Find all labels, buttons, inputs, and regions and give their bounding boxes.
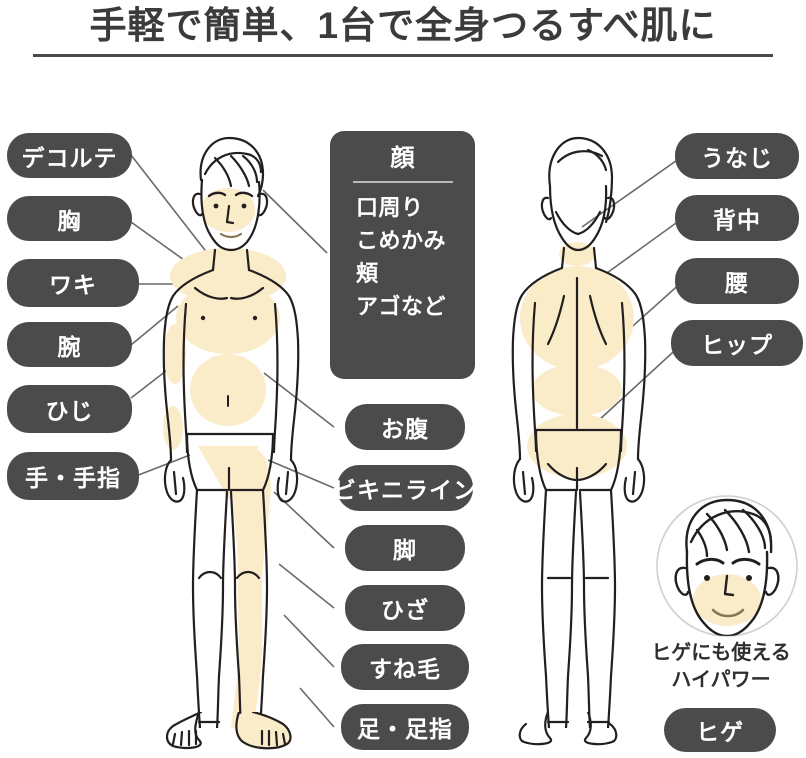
- back-body-illustration: [511, 136, 647, 728]
- label-beard[interactable]: ヒゲ: [664, 708, 776, 752]
- beard-face-illustration: [656, 495, 798, 637]
- label-shin-hair[interactable]: すね毛: [341, 644, 469, 690]
- face-item-temple: こめかみ: [356, 228, 447, 253]
- page-title: 手軽で簡単、1台で全身つるすべ肌に: [89, 5, 717, 46]
- label-back[interactable]: 背中: [675, 195, 799, 241]
- label-waist[interactable]: 腰: [675, 258, 799, 304]
- front-body-illustration: [162, 136, 300, 728]
- label-hip[interactable]: ヒップ: [671, 320, 803, 366]
- label-knee[interactable]: ひざ: [345, 585, 465, 631]
- label-belly[interactable]: お腹: [345, 404, 465, 450]
- title-underline: [33, 54, 773, 57]
- label-armpit[interactable]: ワキ: [7, 259, 139, 307]
- label-leg[interactable]: 脚: [345, 525, 465, 571]
- label-decollete[interactable]: デコルテ: [7, 133, 132, 178]
- back-feet-illustration: [518, 712, 618, 746]
- label-hand-fingers[interactable]: 手・手指: [7, 452, 139, 500]
- label-foot-toes[interactable]: 足・足指: [341, 704, 469, 750]
- beard-caption-line2: ハイパワー: [671, 669, 771, 691]
- beard-caption: ヒゲにも使える ハイパワー: [636, 640, 806, 694]
- face-item-mouth-area: 口周り: [356, 195, 424, 220]
- label-bikini-line[interactable]: ビキニライン: [333, 465, 476, 511]
- label-chest[interactable]: 胸: [7, 196, 132, 241]
- face-label-box[interactable]: 顔 口周り こめかみ 頬 アゴなど: [330, 131, 475, 379]
- label-nape[interactable]: うなじ: [675, 133, 799, 179]
- label-elbow[interactable]: ひじ: [7, 385, 132, 433]
- face-box-title: 顔: [390, 145, 415, 172]
- face-item-cheek: 頬: [356, 261, 379, 286]
- beard-caption-line1: ヒゲにも使える: [651, 642, 791, 664]
- front-feet-illustration: [165, 712, 292, 750]
- face-box-divider: [352, 181, 453, 183]
- face-item-chin: アゴなど: [356, 294, 447, 319]
- label-arm[interactable]: 腕: [7, 322, 132, 367]
